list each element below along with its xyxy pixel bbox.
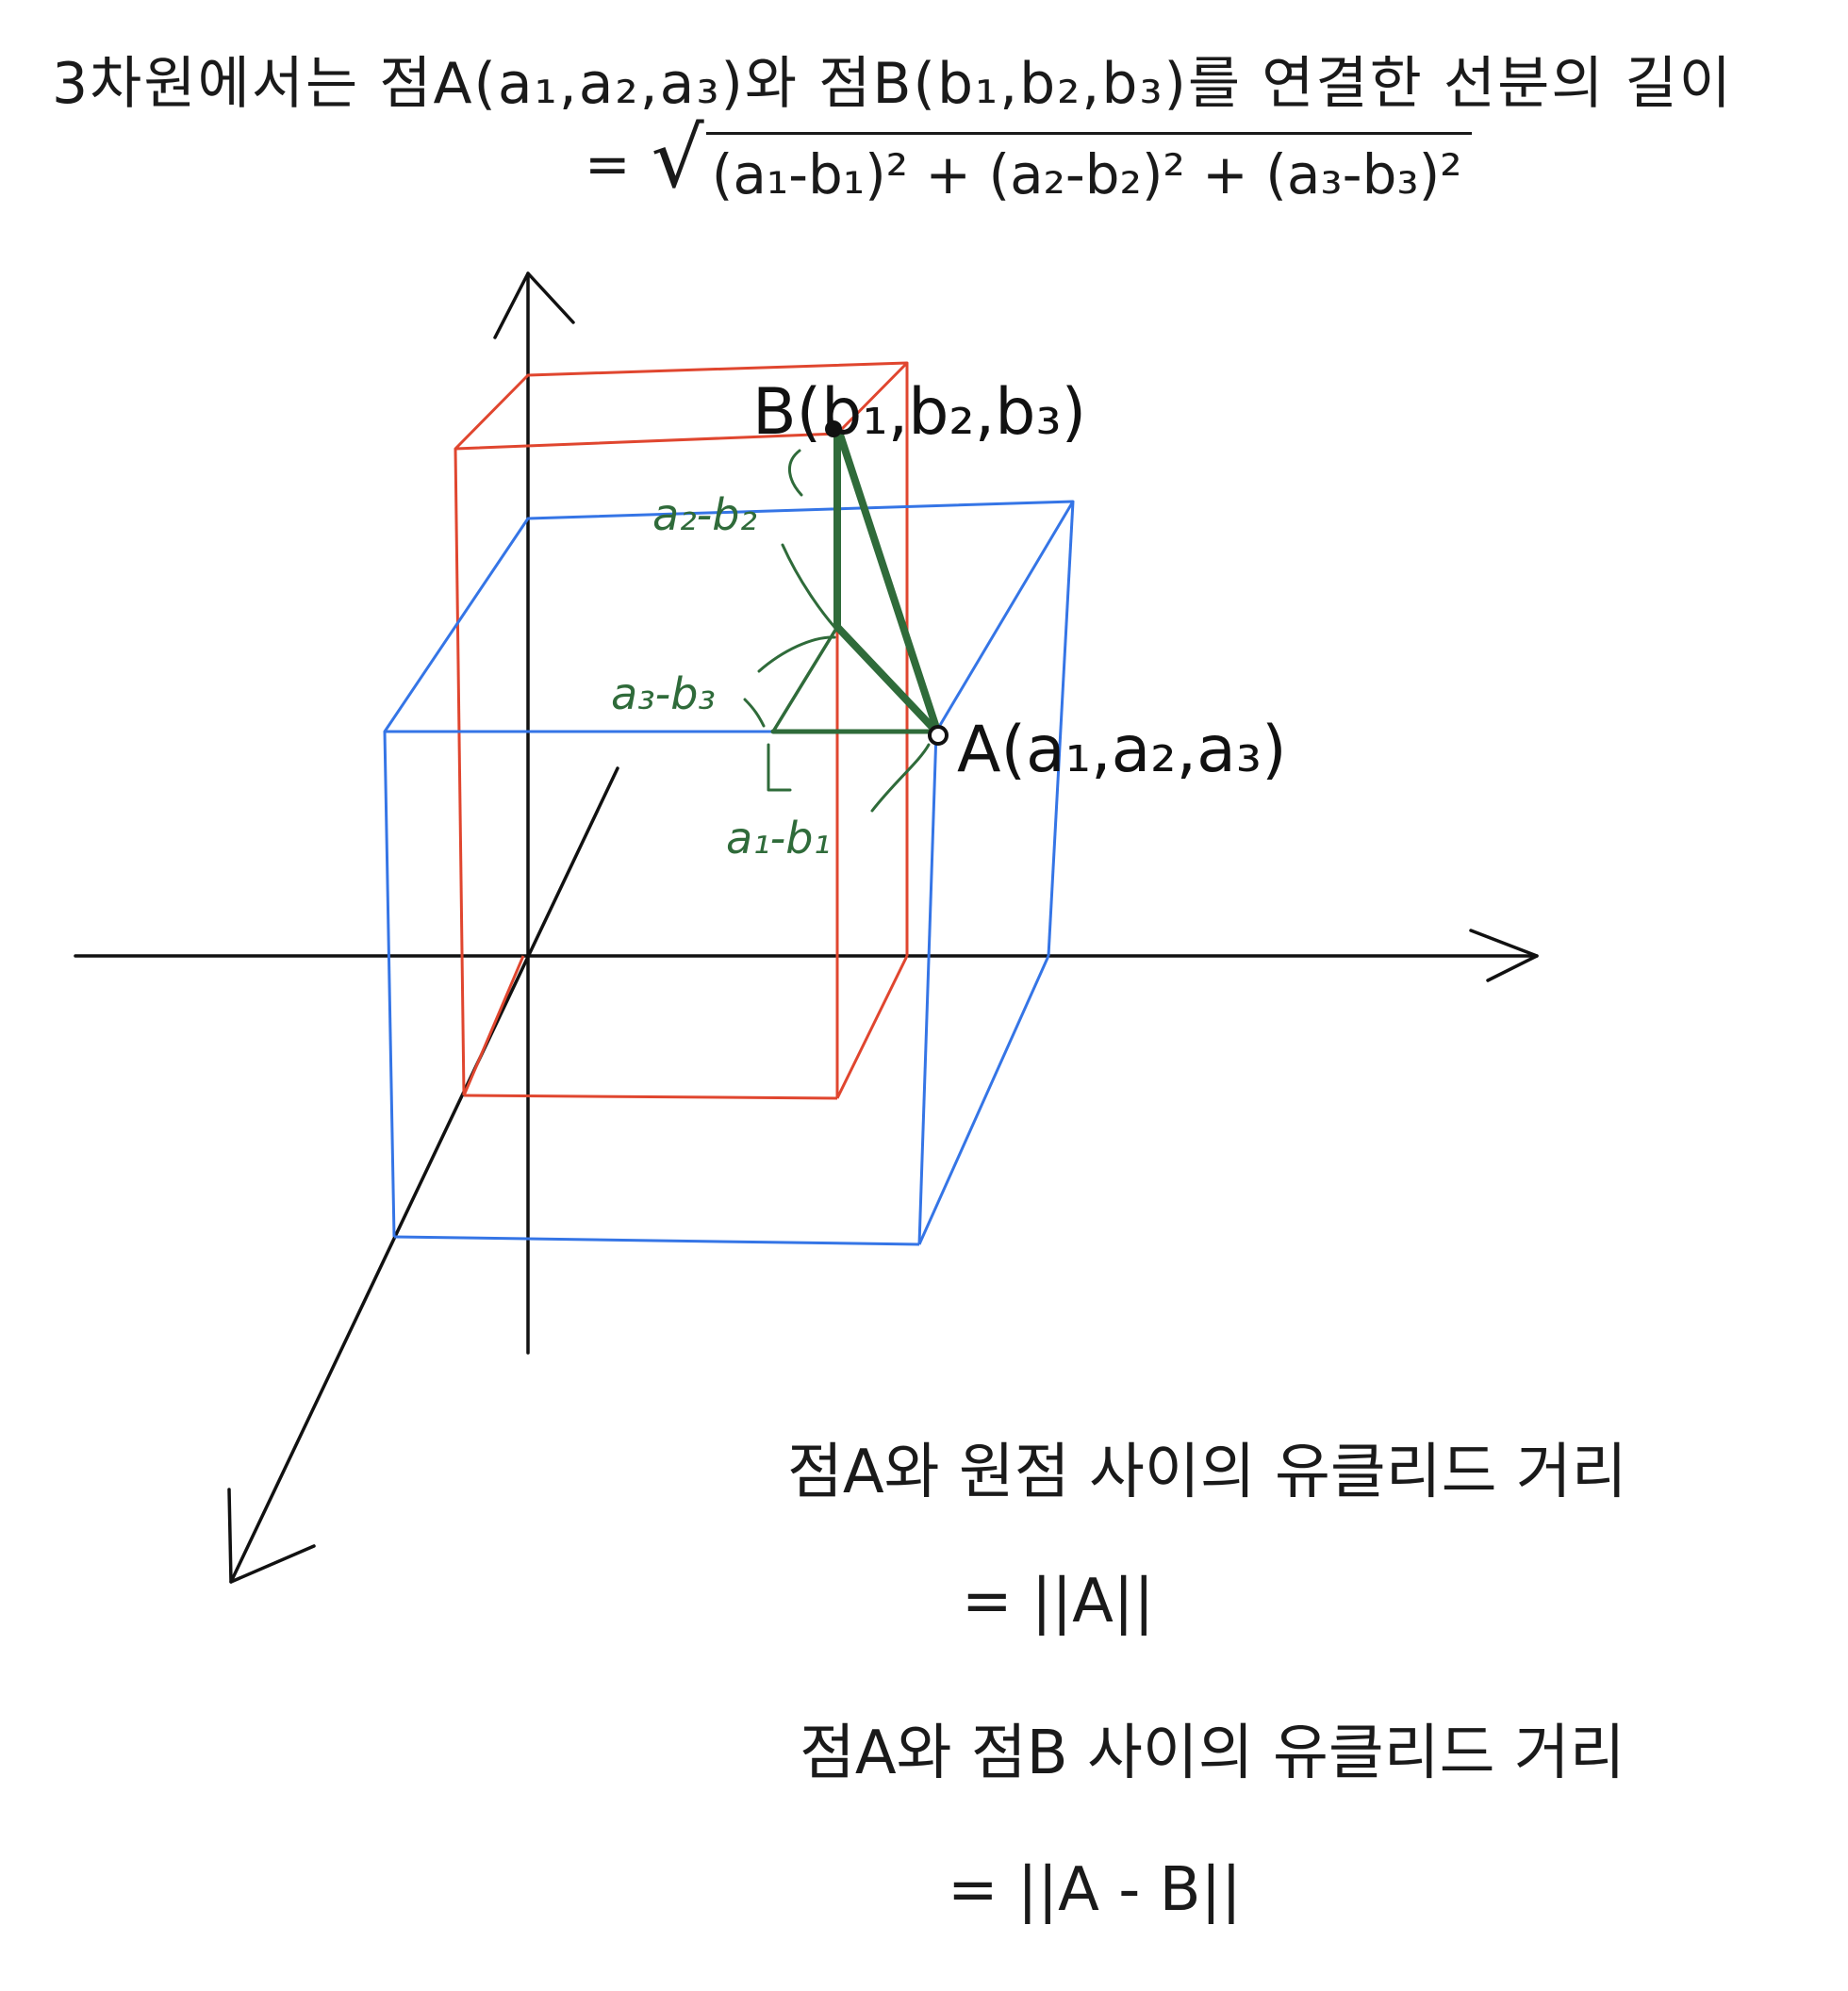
point-b-label: B(b₁,b₂,b₃)	[752, 375, 1086, 450]
callout-a3-b3	[757, 635, 836, 673]
red-box-edge	[454, 448, 466, 1096]
a3-b3-segment	[771, 625, 839, 733]
note-norm-a: = ||A||	[962, 1567, 1154, 1637]
y-axis	[229, 766, 619, 1584]
formula-equals: =	[585, 132, 631, 196]
blue-box-edge	[383, 731, 396, 1238]
red-box-edge	[835, 955, 909, 1099]
z-axis-arrowhead	[493, 272, 575, 339]
blue-box-edge	[1047, 501, 1075, 957]
point-b-marker	[825, 420, 842, 437]
red-box-edge	[462, 955, 525, 1096]
blue-box-edge	[393, 1235, 920, 1246]
foot-to-a-segment	[833, 623, 942, 737]
callout-bracket	[767, 743, 792, 792]
x-axis-arrowhead	[1469, 929, 1539, 982]
blue-box-edge	[917, 731, 938, 1245]
sqrt-icon: √	[651, 109, 704, 206]
callout-a2-b2	[788, 449, 803, 497]
y-axis-arrowhead	[227, 1488, 316, 1584]
label-a1-b1: a₁-b₁	[726, 813, 831, 864]
callout-a2-b2-lower	[781, 543, 836, 629]
label-a2-b2: a₂-b₂	[652, 489, 757, 540]
note-norm-a-minus-b: = ||A - B||	[948, 1855, 1242, 1925]
ab-segment	[833, 422, 942, 737]
formula-radicand: (a₁-b₁)² + (a₂-b₂)² + (a₃-b₃)²	[705, 132, 1472, 206]
title-text: 3차원에서는 점A(a₁,a₂,a₃)와 점B(b₁,b₂,b₃)를 연결한 선…	[52, 51, 1733, 117]
blue-box-edge	[917, 955, 1050, 1245]
red-box-edge	[463, 1094, 838, 1100]
callout-a1-b1	[870, 743, 931, 813]
green-construction	[743, 422, 942, 813]
axes	[74, 272, 1539, 1584]
label-a3-b3: a₃-b₃	[611, 668, 716, 719]
point-a-label: A(a₁,a₂,a₃)	[957, 713, 1287, 787]
distance-formula: = √ (a₁-b₁)² + (a₂-b₂)² + (a₃-b₃)²	[585, 117, 1472, 206]
callout-a3-b3-tail	[743, 698, 766, 728]
note-distance-origin: 점A와 원점 사이의 유클리드 거리	[787, 1438, 1627, 1507]
point-a-marker	[928, 725, 949, 746]
blue-box	[383, 500, 1075, 1246]
note-distance-ab: 점A와 점B 사이의 유클리드 거리	[800, 1719, 1625, 1788]
